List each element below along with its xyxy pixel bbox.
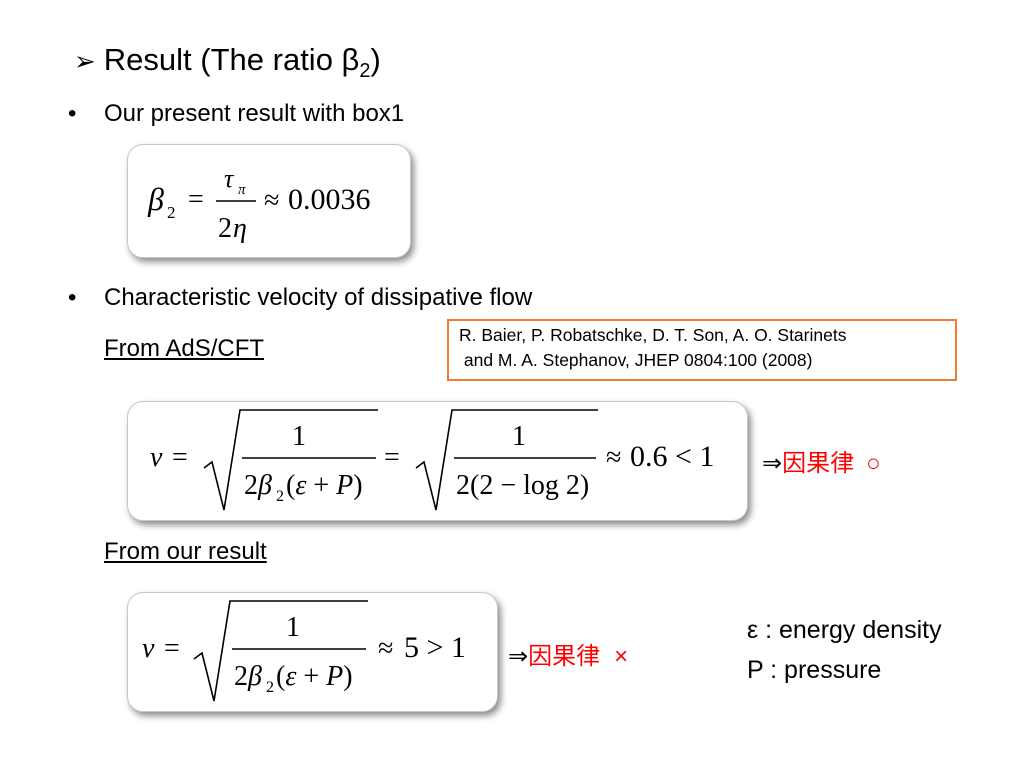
approx-sign: ≈ [606,442,621,473]
reference-line-2: and M. A. Stephanov, JHEP 0804:100 (2008… [459,350,813,370]
beta-subscript: 2 [167,203,176,222]
beta2-equation-box: β 2 = τ π 2 η ≈ 0.0036 [127,144,411,258]
v-symbol: v [142,633,155,664]
sqrt-sign-2 [415,409,598,511]
our-velocity-value: 5 > 1 [404,631,466,664]
title-close: ) [370,42,381,77]
denominator-rest: (ε + P) [276,661,353,692]
our-velocity-equation: v = 1 2 β 2 (ε + P) ≈ 5 > 1 [142,600,466,702]
causality-label: 因果律 [528,643,601,670]
equals-sign: = [188,184,204,215]
cross-mark-icon: × [614,643,629,670]
numerator-one: 1 [292,421,306,452]
numerator-one: 1 [286,612,300,643]
arrow-bullet-icon: ➢ [74,46,96,76]
v-symbol: v [150,442,163,473]
equals-sign-2: = [384,442,400,473]
title-subscript: 2 [359,60,371,83]
beta-symbol: β [257,470,272,501]
legend-pressure: P : pressure [747,656,882,684]
beta-subscript: 2 [266,679,274,696]
tau-subscript: π [238,182,246,198]
causality-label: 因果律 [782,450,855,477]
from-our-result-label: From our result [104,538,267,565]
implies-arrow-icon: ⇒ [508,643,529,670]
slide-title: ➢Result (The ratio β2) [74,42,381,83]
beta2-value: 0.0036 [288,183,371,216]
bullet-present-result: • Our present result with box1 [68,100,404,128]
equals-sign: = [164,633,180,664]
beta-subscript: 2 [276,488,284,505]
our-velocity-equation-box: v = 1 2 β 2 (ε + P) ≈ 5 > 1 [127,592,498,712]
beta-symbol: β [247,661,262,692]
beta2-equation: β 2 = τ π 2 η ≈ 0.0036 [147,164,371,244]
ads-velocity-value: 0.6 < 1 [630,440,714,473]
bullet-dot-icon: • [68,100,77,127]
ads-velocity-equation-box: v = 1 2 β 2 (ε + P) = 1 2(2 − log 2) ≈ 0… [127,401,748,521]
sqrt-sign-1 [203,409,378,511]
reference-citation: R. Baier, P. Robatschke, D. T. Son, A. O… [447,319,957,381]
beta-symbol: β [147,181,164,217]
title-text: Result (The ratio β [103,42,360,77]
approx-sign: ≈ [264,185,279,216]
denominator-log: 2(2 − log 2) [456,470,589,501]
equals-sign: = [172,442,188,473]
circle-mark-icon: ○ [866,450,881,477]
from-ads-cft-label: From AdS/CFT [104,335,265,362]
bullet-characteristic-velocity: • Characteristic velocity of dissipative … [68,284,532,312]
eta-symbol: η [233,213,247,244]
denominator-two: 2 [218,213,232,244]
bullet-dot-icon: • [68,284,77,311]
causality-verdict-ok: ⇒因果律 ○ [762,443,881,478]
ads-velocity-equation: v = 1 2 β 2 (ε + P) = 1 2(2 − log 2) ≈ 0… [150,409,714,511]
two: 2 [234,661,248,692]
sqrt-sign [193,600,368,702]
symbol-legend: ε : energy density P : pressure [747,610,942,690]
denominator-rest: (ε + P) [286,470,363,501]
causality-verdict-ng: ⇒因果律 × [508,636,628,671]
legend-epsilon: ε : energy density [747,616,942,644]
bullet-text: Our present result with box1 [104,100,405,127]
approx-sign: ≈ [378,633,393,664]
two: 2 [244,470,258,501]
implies-arrow-icon: ⇒ [762,450,783,477]
numerator-one-2: 1 [512,421,526,452]
tau-symbol: τ [224,164,235,193]
bullet-text: Characteristic velocity of dissipative f… [104,284,533,311]
reference-line-1: R. Baier, P. Robatschke, D. T. Son, A. O… [459,325,847,345]
